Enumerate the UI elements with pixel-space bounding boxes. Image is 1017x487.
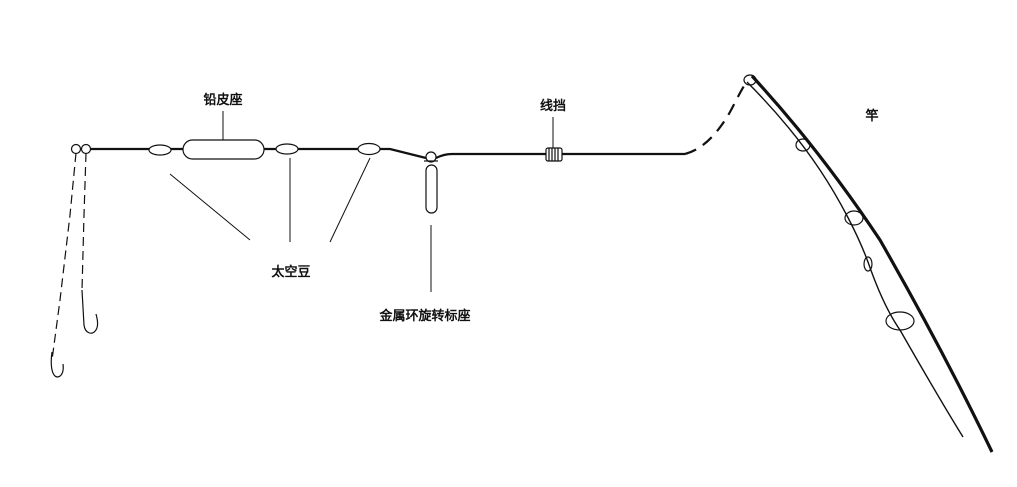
rod-guides (743, 74, 915, 331)
rod-guide-1 (795, 138, 811, 152)
label-line-stopper: 线挡 (540, 98, 566, 114)
rod-guide-4 (885, 311, 915, 331)
rod-guide-tip (743, 74, 757, 86)
rod-guide-3 (863, 256, 873, 272)
hook-left (50, 351, 64, 378)
leader-lines (169, 111, 554, 292)
main-line-slack (684, 79, 749, 156)
rod-blank (750, 74, 994, 453)
label-lead-seat: 铅皮座 (203, 92, 242, 108)
rod-line (746, 81, 964, 438)
float-seat-body (425, 164, 438, 214)
hook-snell-right (81, 152, 87, 291)
space-bean-1 (148, 144, 172, 156)
space-bean-3 (357, 142, 381, 156)
label-space-beans: 太空豆 (270, 264, 310, 280)
label-swivel-float-seat: 金属环旋转标座 (378, 308, 470, 324)
space-bean-2 (275, 143, 299, 155)
space-beans-and-lead-seat (148, 139, 381, 160)
label-rod: 竿 (865, 108, 878, 124)
hook-eye-left (70, 143, 82, 155)
rod (746, 74, 994, 453)
leader-space-bean-1 (169, 173, 251, 241)
lead-seat (182, 139, 265, 160)
hook-snell-left (51, 152, 77, 361)
rod-guide-2 (844, 210, 864, 226)
line-stopper (545, 147, 563, 162)
main-line-upper (435, 152, 685, 159)
hook-group (50, 143, 99, 378)
hook-right (81, 289, 99, 334)
hook-eye-right (80, 143, 92, 155)
leader-space-bean-3 (329, 157, 371, 243)
swivel-float-seat (424, 151, 438, 214)
